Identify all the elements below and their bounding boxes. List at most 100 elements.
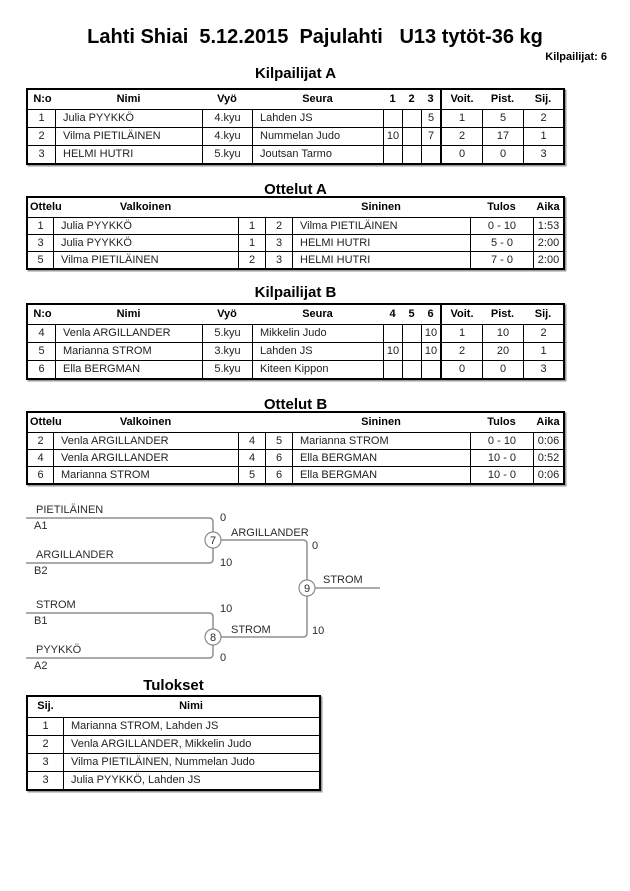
table-row: 5 Vilma PIETILÄINEN 2 3 HELMI HUTRI 7 - …: [28, 251, 563, 268]
col-header-blue: Sininen: [361, 201, 401, 213]
col-header-spacer: [238, 198, 265, 217]
cell-place: 2: [523, 325, 563, 342]
cell-place: 2: [523, 110, 563, 127]
cell-white-name: Venla ARGILLANDER: [53, 433, 238, 449]
cell-belt: 5.kyu: [202, 146, 252, 163]
cell-time: 0:06: [533, 433, 563, 449]
cell-white-name: Marianna STROM: [53, 467, 238, 483]
match-number: 9: [304, 583, 310, 595]
cell-white-name: Julia PYYKKÖ: [53, 218, 238, 234]
match-circle-8: [204, 628, 222, 646]
cell-points: 5: [482, 110, 523, 127]
bracket-line: [26, 517, 214, 532]
cell-result: 10 - 0: [470, 450, 533, 466]
bracket-line: [221, 596, 308, 638]
bracket-entry-score: 10: [220, 603, 232, 615]
bracket-entry-seed: B1: [34, 615, 47, 627]
col-header-result: Tulos: [487, 416, 516, 428]
cell-match-no: 3: [37, 237, 44, 249]
cell-time: 0:06: [533, 467, 563, 483]
cell-belt: 4.kyu: [202, 128, 252, 145]
section-title-ottelut-a: Ottelut A: [264, 181, 327, 198]
cell-match-no: 6: [37, 469, 44, 481]
col-header-match1: 1: [389, 93, 396, 105]
cell-place: 1: [523, 128, 563, 145]
col-header-no: N:o: [33, 308, 52, 320]
cell-blue-name: Marianna STROM: [292, 433, 470, 449]
cell-wins: 0: [440, 361, 482, 378]
bracket-entry-score: 0: [220, 512, 226, 524]
bracket-entry-seed: B2: [34, 565, 47, 577]
cell-belt: 5.kyu: [202, 325, 252, 342]
cell-match1: 10: [383, 128, 402, 145]
col-header-match5: 5: [408, 308, 415, 320]
cell-match3: 5: [421, 110, 440, 127]
table-ottelut-b: Ottelu Valkoinen Sininen Tulos Aika 2 Ve…: [26, 411, 565, 485]
cell-points: 0: [482, 146, 523, 163]
table-row: 3 Vilma PIETILÄINEN, Nummelan Judo: [28, 753, 319, 771]
cell-no: 6: [38, 363, 45, 375]
bracket-entry-seed: A2: [34, 660, 47, 672]
cell-name: Ella BERGMAN: [55, 361, 202, 378]
cell-place: 1: [42, 720, 49, 732]
cell-match1: [383, 146, 402, 163]
cell-blue-name: Vilma PIETILÄINEN: [292, 218, 470, 234]
cell-result: 10 - 0: [470, 467, 533, 483]
table-row: 3 Julia PYYKKÖ, Lahden JS: [28, 771, 319, 789]
participants-count: Kilpailijat: 6: [545, 51, 607, 63]
col-header-white: Valkoinen: [119, 416, 172, 428]
cell-name: Marianna STROM, Lahden JS: [63, 718, 319, 735]
bracket-line: [221, 539, 308, 580]
col-header-wins: Voit.: [440, 305, 482, 324]
semifinal-winner-name: ARGILLANDER: [231, 527, 309, 539]
cell-belt: 5.kyu: [202, 361, 252, 378]
cell-club: Mikkelin Judo: [252, 325, 383, 342]
bracket-entry-name: PIETILÄINEN: [36, 504, 103, 516]
col-header-white: Valkoinen: [119, 201, 172, 213]
cell-place: 2: [42, 738, 49, 750]
cell-no: 3: [38, 148, 45, 160]
table-header-row: Ottelu Valkoinen Sininen Tulos Aika: [28, 198, 563, 217]
cell-white-name: Vilma PIETILÄINEN: [53, 252, 238, 268]
table-tulokset: Sij. Nimi 1 Marianna STROM, Lahden JS 2 …: [26, 695, 321, 791]
table-row: 5 Marianna STROM 3.kyu Lahden JS 10 10 2…: [28, 342, 563, 360]
cell-name: Julia PYYKKÖ: [55, 110, 202, 127]
cell-wins: 0: [440, 146, 482, 163]
cell-white-no: 1: [238, 235, 265, 251]
section-title-tulokset: Tulokset: [143, 677, 204, 694]
cell-no: 2: [38, 130, 45, 142]
cell-blue-no: 3: [265, 235, 292, 251]
cell-belt: 3.kyu: [202, 343, 252, 360]
cell-place: 3: [523, 361, 563, 378]
table-row: 1 Marianna STROM, Lahden JS: [28, 717, 319, 735]
match-circle-9: [298, 579, 316, 597]
cell-match4: [383, 361, 402, 378]
page-title: Lahti Shiai 5.12.2015 Pajulahti U13 tytö…: [87, 26, 543, 48]
cell-match5: [402, 361, 421, 378]
cell-place: 1: [523, 343, 563, 360]
cell-place: 3: [523, 146, 563, 163]
cell-match2: [402, 128, 421, 145]
cell-blue-no: 3: [265, 252, 292, 268]
cell-wins: 1: [440, 110, 482, 127]
bracket-entry-name: PYYKKÖ: [36, 644, 82, 656]
cell-white-no: 4: [238, 450, 265, 466]
cell-match3: [421, 146, 440, 163]
col-header-belt: Vyö: [217, 93, 237, 105]
cell-points: 17: [482, 128, 523, 145]
match-number: 7: [210, 535, 216, 547]
col-header-time: Aika: [536, 201, 560, 213]
cell-match2: [402, 110, 421, 127]
cell-white-no: 4: [238, 433, 265, 449]
semifinal-winner-name: STROM: [231, 624, 271, 636]
cell-match2: [402, 146, 421, 163]
cell-wins: 1: [440, 325, 482, 342]
table-header-row: Sij. Nimi: [28, 697, 319, 717]
col-header-name: Nimi: [179, 700, 203, 712]
col-header-no: N:o: [33, 93, 52, 105]
cell-club: Kiteen Kippon: [252, 361, 383, 378]
cell-no: 4: [38, 327, 45, 339]
table-row: 2 Vilma PIETILÄINEN 4.kyu Nummelan Judo …: [28, 127, 563, 145]
cell-wins: 2: [440, 343, 482, 360]
cell-blue-no: 6: [265, 467, 292, 483]
